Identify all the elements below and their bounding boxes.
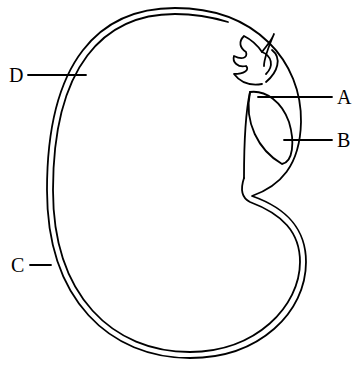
leader-line (28, 74, 86, 76)
part-label: C (10, 255, 25, 275)
seed-coat-inner (53, 14, 300, 352)
leader-line (30, 264, 51, 266)
plumule-leaf (262, 52, 271, 74)
part-label: D (8, 65, 24, 85)
leader-line (284, 139, 332, 141)
part-label: A (336, 87, 352, 107)
leader-line (258, 96, 332, 98)
seed-coat-outer (47, 8, 306, 358)
part-label: B (336, 130, 351, 150)
hypocotyl (244, 92, 250, 178)
radicle (249, 92, 293, 164)
plumule (234, 34, 274, 85)
